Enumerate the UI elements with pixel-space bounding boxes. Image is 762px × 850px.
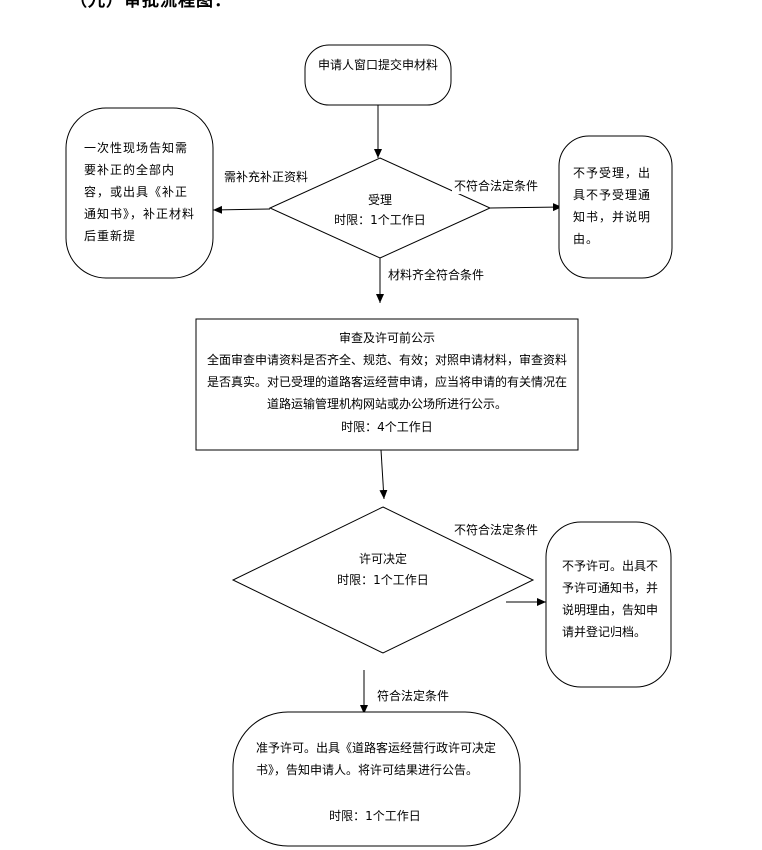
review-box [195, 318, 579, 451]
approve-body: 准予许可。出具《道路客运经营行政许可决定书》，告知申请人。将许可结果进行公告。 [256, 741, 497, 777]
review-limit: 时限：4个工作日 [341, 420, 433, 434]
supplement-text: 一次性现场告知需要补正的全部内容，或出具《补正通知书》，补正材料后重新提 [84, 141, 196, 243]
edge-label-need-supplement: 需补充补正资料 [222, 168, 311, 185]
reject-accept-text: 不予受理，出具不予受理通知书，并说明由。 [573, 166, 652, 246]
decision-title: 许可决定 [358, 552, 407, 566]
edge-label-complete: 材料齐全符合条件 [386, 266, 487, 283]
reject-permit-text: 不予许可。出具不予许可通知书，并说明理由，告知申请并登记归档。 [562, 559, 659, 639]
reject-accept-box [558, 135, 673, 279]
arrow-review-to-decision [379, 449, 388, 500]
decision-diamond [231, 506, 535, 654]
decision-limit: 时限：1个工作日 [337, 573, 429, 587]
edge-label-not-meet-2: 不符合法定条件 [452, 521, 541, 538]
accept-title: 受理 [367, 193, 392, 207]
supplement-box [65, 107, 214, 279]
arrow-accept-to-reject [489, 203, 563, 212]
edge-label-not-meet-1: 不符合法定条件 [452, 177, 541, 194]
edge-label-meet: 符合法定条件 [375, 687, 452, 704]
arrow-accept-to-supplement [212, 205, 271, 214]
reject-permit-box [545, 521, 672, 688]
page-heading: （九）审批流程图： [70, 0, 232, 11]
start-text: 申请人窗口提交申材料 [318, 58, 439, 72]
review-title: 审查及许可前公示 [338, 331, 435, 345]
review-body: 全面审查申请资料是否齐全、规范、有效；对照申请材料，审查资料是否真实。对已受理的… [206, 353, 567, 411]
approve-terminal [232, 711, 521, 847]
accept-limit: 时限：1个工作日 [334, 213, 426, 227]
approve-limit: 时限：1个工作日 [329, 809, 421, 823]
